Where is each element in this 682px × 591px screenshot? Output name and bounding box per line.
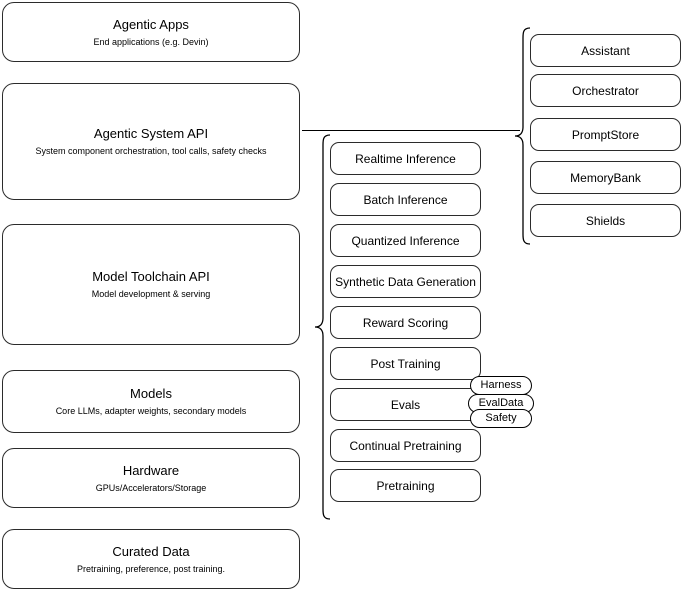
- layer-box-hardware[interactable]: Hardware GPUs/Accelerators/Storage: [2, 448, 300, 508]
- evals-tag-harness[interactable]: Harness: [470, 376, 532, 395]
- toolchain-item-reward-scoring[interactable]: Reward Scoring: [330, 306, 481, 339]
- evals-tag-label: Harness: [480, 379, 522, 391]
- toolchain-item-label: Batch Inference: [363, 192, 448, 207]
- layer-box-agentic-apps[interactable]: Agentic Apps End applications (e.g. Devi…: [2, 2, 300, 62]
- layer-box-agentic-system-api[interactable]: Agentic System API System component orch…: [2, 83, 300, 200]
- evals-tag-safety[interactable]: Safety: [470, 409, 532, 428]
- toolchain-item-continual-pretraining[interactable]: Continual Pretraining: [330, 429, 481, 462]
- agentic-item-label: Orchestrator: [572, 83, 639, 98]
- toolchain-item-label: Quantized Inference: [351, 233, 460, 248]
- agentic-item-orchestrator[interactable]: Orchestrator: [530, 74, 681, 107]
- toolchain-item-label: Evals: [390, 397, 421, 412]
- toolchain-item-label: Synthetic Data Generation: [335, 274, 476, 289]
- layer-subtitle: End applications (e.g. Devin): [93, 36, 209, 47]
- layer-box-model-toolchain-api[interactable]: Model Toolchain API Model development & …: [2, 224, 300, 345]
- toolchain-item-pretraining[interactable]: Pretraining: [330, 469, 481, 502]
- layer-title: Model Toolchain API: [92, 269, 210, 284]
- agentic-item-assistant[interactable]: Assistant: [530, 34, 681, 67]
- layer-subtitle: Pretraining, preference, post training.: [76, 563, 226, 574]
- layer-title: Models: [130, 386, 172, 401]
- agentic-item-shields[interactable]: Shields: [530, 204, 681, 237]
- layer-title: Agentic System API: [93, 126, 209, 141]
- agentic-item-memorybank[interactable]: MemoryBank: [530, 161, 681, 194]
- layer-box-models[interactable]: Models Core LLMs, adapter weights, secon…: [2, 370, 300, 433]
- layer-subtitle: System component orchestration, tool cal…: [35, 146, 267, 156]
- evals-tag-label: Safety: [485, 412, 517, 424]
- toolchain-item-batch-inference[interactable]: Batch Inference: [330, 183, 481, 216]
- layer-box-curated-data[interactable]: Curated Data Pretraining, preference, po…: [2, 529, 300, 589]
- agentic-item-promptstore[interactable]: PromptStore: [530, 118, 681, 151]
- brace-agentic-column: [514, 27, 531, 245]
- evals-tag-label: EvalData: [478, 397, 524, 409]
- layer-subtitle: GPUs/Accelerators/Storage: [95, 482, 207, 493]
- toolchain-item-label: Reward Scoring: [362, 315, 449, 330]
- brace-toolchain-column: [314, 134, 331, 520]
- toolchain-item-quantized-inference[interactable]: Quantized Inference: [330, 224, 481, 257]
- connector-line-agentic-system: [302, 130, 520, 131]
- agentic-item-label: Shields: [585, 213, 626, 228]
- toolchain-item-label: Realtime Inference: [355, 151, 456, 166]
- toolchain-item-post-training[interactable]: Post Training: [330, 347, 481, 380]
- toolchain-item-label: Continual Pretraining: [349, 438, 462, 453]
- layer-title: Agentic Apps: [113, 16, 189, 32]
- layer-subtitle: Model development & serving: [91, 289, 211, 299]
- toolchain-item-label: Post Training: [370, 356, 441, 371]
- toolchain-item-synthetic-data-generation[interactable]: Synthetic Data Generation: [330, 265, 481, 298]
- agentic-item-label: Assistant: [581, 43, 630, 58]
- toolchain-item-realtime-inference[interactable]: Realtime Inference: [330, 142, 481, 175]
- layer-subtitle: Core LLMs, adapter weights, secondary mo…: [55, 406, 247, 416]
- agentic-item-label: MemoryBank: [570, 170, 641, 185]
- toolchain-item-evals[interactable]: Evals: [330, 388, 481, 421]
- toolchain-item-label: Pretraining: [376, 478, 435, 493]
- layer-title: Curated Data: [112, 543, 190, 559]
- layer-title: Hardware: [122, 462, 180, 478]
- agentic-item-label: PromptStore: [571, 127, 640, 142]
